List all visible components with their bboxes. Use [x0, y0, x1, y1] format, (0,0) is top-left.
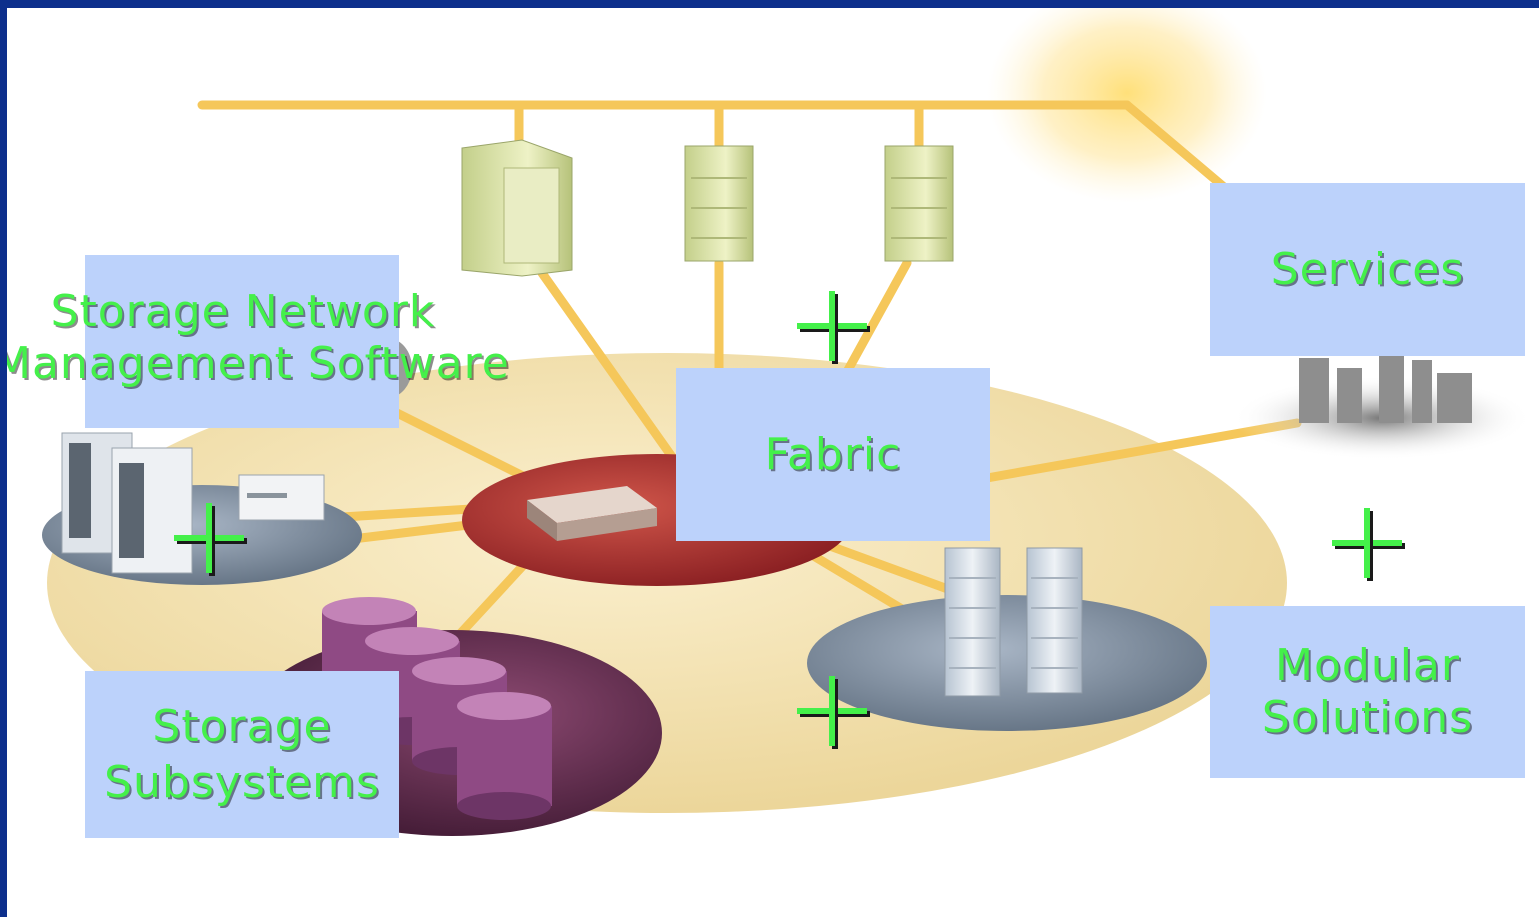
fabric-label: Fabric — [764, 428, 902, 480]
services-box: Services — [1210, 183, 1525, 356]
storage-network-software-box — [85, 255, 399, 428]
server-icon — [884, 145, 954, 262]
city-skyline-icon — [1299, 353, 1472, 423]
storage-subsystems-box: Storage Subsystems — [85, 671, 399, 838]
plus-icon — [1332, 508, 1402, 578]
storage-rack-icon — [944, 547, 1083, 697]
server-icon — [461, 139, 573, 277]
tape-library-icon — [61, 432, 325, 574]
plus-icon — [797, 676, 867, 746]
plus-icon — [797, 291, 867, 361]
storage-subsystems-label: Storage Subsystems — [104, 700, 380, 808]
services-label: Services — [1270, 243, 1465, 295]
modular-solutions-box: Modular Solutions — [1210, 606, 1525, 778]
rack-platform — [807, 595, 1207, 731]
fabric-box: Fabric — [676, 368, 990, 541]
modular-solutions-label: Modular Solutions — [1261, 640, 1474, 743]
switch-icon — [527, 486, 657, 541]
server-icon — [684, 145, 754, 262]
plus-icon — [174, 503, 244, 573]
storage-network-software-label: Storage Network Management Software — [0, 286, 510, 389]
